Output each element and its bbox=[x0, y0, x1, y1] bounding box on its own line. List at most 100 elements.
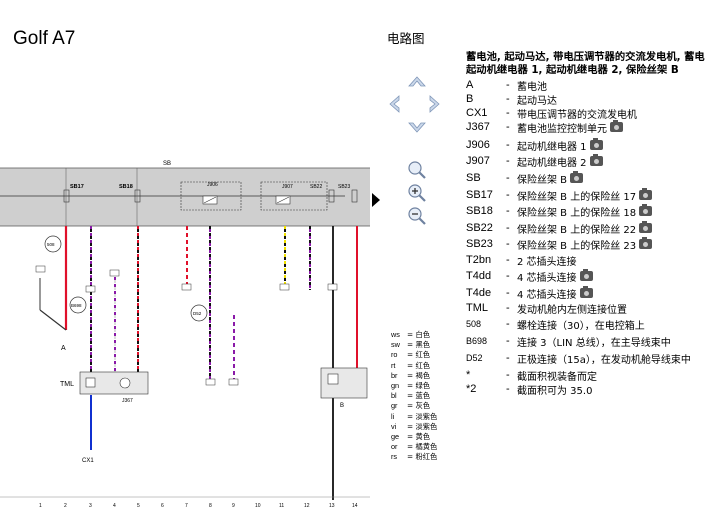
component-j367-label: J367 bbox=[122, 398, 133, 404]
color-key-row: ge= 黄色 bbox=[391, 432, 437, 442]
svg-text:9: 9 bbox=[232, 503, 235, 509]
component-tml-label: TML bbox=[60, 381, 74, 388]
color-name: 红色 bbox=[415, 350, 431, 360]
legend-text-wrap: 保险丝架 B 上的保险丝 18 bbox=[517, 204, 653, 219]
legend-dash: - bbox=[506, 335, 510, 347]
legend-dash: - bbox=[506, 352, 510, 364]
camera-icon[interactable] bbox=[639, 204, 653, 216]
color-name: 淡紫色 bbox=[415, 421, 438, 431]
legend-text-wrap: 起动马达 bbox=[517, 92, 557, 107]
camera-icon[interactable] bbox=[610, 120, 623, 132]
model-title: Golf A7 bbox=[13, 28, 76, 49]
legend-code: SB22 bbox=[466, 222, 493, 234]
svg-text:10: 10 bbox=[255, 503, 261, 509]
color-name: 黄色 bbox=[415, 431, 431, 441]
color-name: 红色 bbox=[415, 360, 431, 370]
legend-text: 4 芯插头连接 bbox=[517, 289, 577, 301]
description-title-line-1: 蓄电池, 起动马达, 带电压调节器的交流发电机, 蓄电 bbox=[466, 51, 705, 63]
legend-dash: - bbox=[506, 205, 510, 217]
component-a-label: A bbox=[61, 345, 66, 352]
legend-text-wrap: 螺栓连接（30），在电控箱上 bbox=[517, 317, 645, 332]
nav-down-icon[interactable] bbox=[408, 121, 426, 133]
legend-dash: - bbox=[506, 254, 510, 266]
fuse-label-sb17: SB17 bbox=[70, 184, 84, 190]
legend-dash: - bbox=[506, 93, 510, 105]
color-key-row: bl= 蓝色 bbox=[391, 391, 437, 401]
nav-left-icon[interactable] bbox=[389, 95, 401, 113]
legend-text-wrap: 起动机继电器 1 bbox=[517, 138, 603, 153]
color-code: sw bbox=[391, 340, 400, 350]
color-code: br bbox=[391, 370, 398, 380]
color-code: ws bbox=[391, 330, 400, 339]
legend-text-wrap: 4 芯插头连接 bbox=[517, 286, 593, 301]
color-equals: = bbox=[407, 350, 416, 360]
legend-dash: - bbox=[506, 270, 510, 282]
legend-text: 截面积视装备而定 bbox=[517, 371, 597, 383]
legend-text-wrap: 截面积可为 35.0 bbox=[517, 382, 592, 397]
legend-text-wrap: 截面积视装备而定 bbox=[517, 368, 597, 383]
relay-j906 bbox=[180, 181, 242, 211]
zoom-in-icon[interactable] bbox=[407, 183, 427, 203]
svg-text:6: 6 bbox=[161, 503, 164, 509]
svg-text:B698: B698 bbox=[71, 303, 82, 308]
svg-text:2: 2 bbox=[64, 503, 67, 509]
legend-dash: - bbox=[506, 287, 510, 299]
zoom-fit-icon[interactable] bbox=[407, 160, 427, 180]
nav-up-icon[interactable] bbox=[408, 76, 426, 88]
legend-code: SB18 bbox=[466, 205, 493, 217]
color-key-row: rs= 粉红色 bbox=[391, 452, 437, 462]
camera-icon[interactable] bbox=[639, 221, 653, 233]
legend-text: 2 芯插头连接 bbox=[517, 256, 577, 268]
nav-right-icon[interactable] bbox=[428, 95, 440, 113]
camera-icon[interactable] bbox=[589, 154, 603, 166]
legend-text: 4 芯插头连接 bbox=[517, 272, 577, 284]
color-name: 白色 bbox=[415, 330, 431, 339]
zoom-out-icon[interactable] bbox=[407, 206, 427, 226]
legend-text-wrap: 保险丝架 B 上的保险丝 23 bbox=[517, 237, 653, 252]
camera-icon[interactable] bbox=[570, 171, 584, 183]
relay-j907-label: J907 bbox=[282, 184, 293, 190]
color-key-row: sw = 黑色 bbox=[391, 340, 437, 350]
color-key-row: vi= 淡紫色 bbox=[391, 422, 437, 432]
color-equals: = bbox=[407, 340, 416, 350]
camera-icon[interactable] bbox=[639, 188, 653, 200]
svg-text:508: 508 bbox=[47, 242, 55, 247]
color-code: ge bbox=[391, 431, 400, 441]
legend-code: SB17 bbox=[466, 189, 493, 201]
camera-icon[interactable] bbox=[579, 286, 593, 298]
legend-text: 蓄电池监控控制单元 bbox=[517, 123, 607, 135]
svg-text:3: 3 bbox=[89, 503, 92, 509]
color-name: 黑色 bbox=[415, 340, 431, 350]
legend-dash: - bbox=[506, 369, 510, 381]
camera-icon[interactable] bbox=[579, 269, 593, 281]
legend-code: J906 bbox=[466, 139, 490, 151]
legend-code: 508 bbox=[466, 319, 482, 329]
color-name: 淡紫色 bbox=[415, 411, 438, 421]
legend-code: J367 bbox=[466, 121, 490, 133]
color-code: gn bbox=[391, 380, 400, 390]
legend-code: * bbox=[466, 369, 471, 381]
description-title: 蓄电池, 起动马达, 带电压调节器的交流发电机, 蓄电 起动机继电器 1, 起动… bbox=[466, 51, 709, 76]
legend-dash: - bbox=[506, 238, 510, 250]
color-code: or bbox=[391, 442, 398, 452]
legend-dash: - bbox=[506, 383, 510, 395]
legend-text: 保险丝架 B 上的保险丝 23 bbox=[517, 240, 637, 252]
color-key-row: br= 褐色 bbox=[391, 371, 437, 381]
camera-icon[interactable] bbox=[639, 237, 653, 249]
camera-icon[interactable] bbox=[589, 138, 603, 150]
legend-code: J907 bbox=[466, 155, 490, 167]
legend-code: *2 bbox=[466, 383, 477, 395]
color-equals: = bbox=[407, 452, 416, 462]
legend-text: 连接 3（LIN 总线），在主导线束中 bbox=[517, 337, 671, 349]
svg-text:4: 4 bbox=[113, 503, 116, 509]
color-code: vi bbox=[391, 421, 397, 431]
color-code: ro bbox=[391, 350, 398, 360]
legend-dash: - bbox=[506, 79, 510, 91]
svg-text:14: 14 bbox=[352, 503, 358, 509]
color-key-row: gn= 绿色 bbox=[391, 381, 437, 391]
legend-dash: - bbox=[506, 302, 510, 314]
color-name: 蓝色 bbox=[415, 391, 431, 401]
continue-arrow bbox=[372, 193, 380, 207]
